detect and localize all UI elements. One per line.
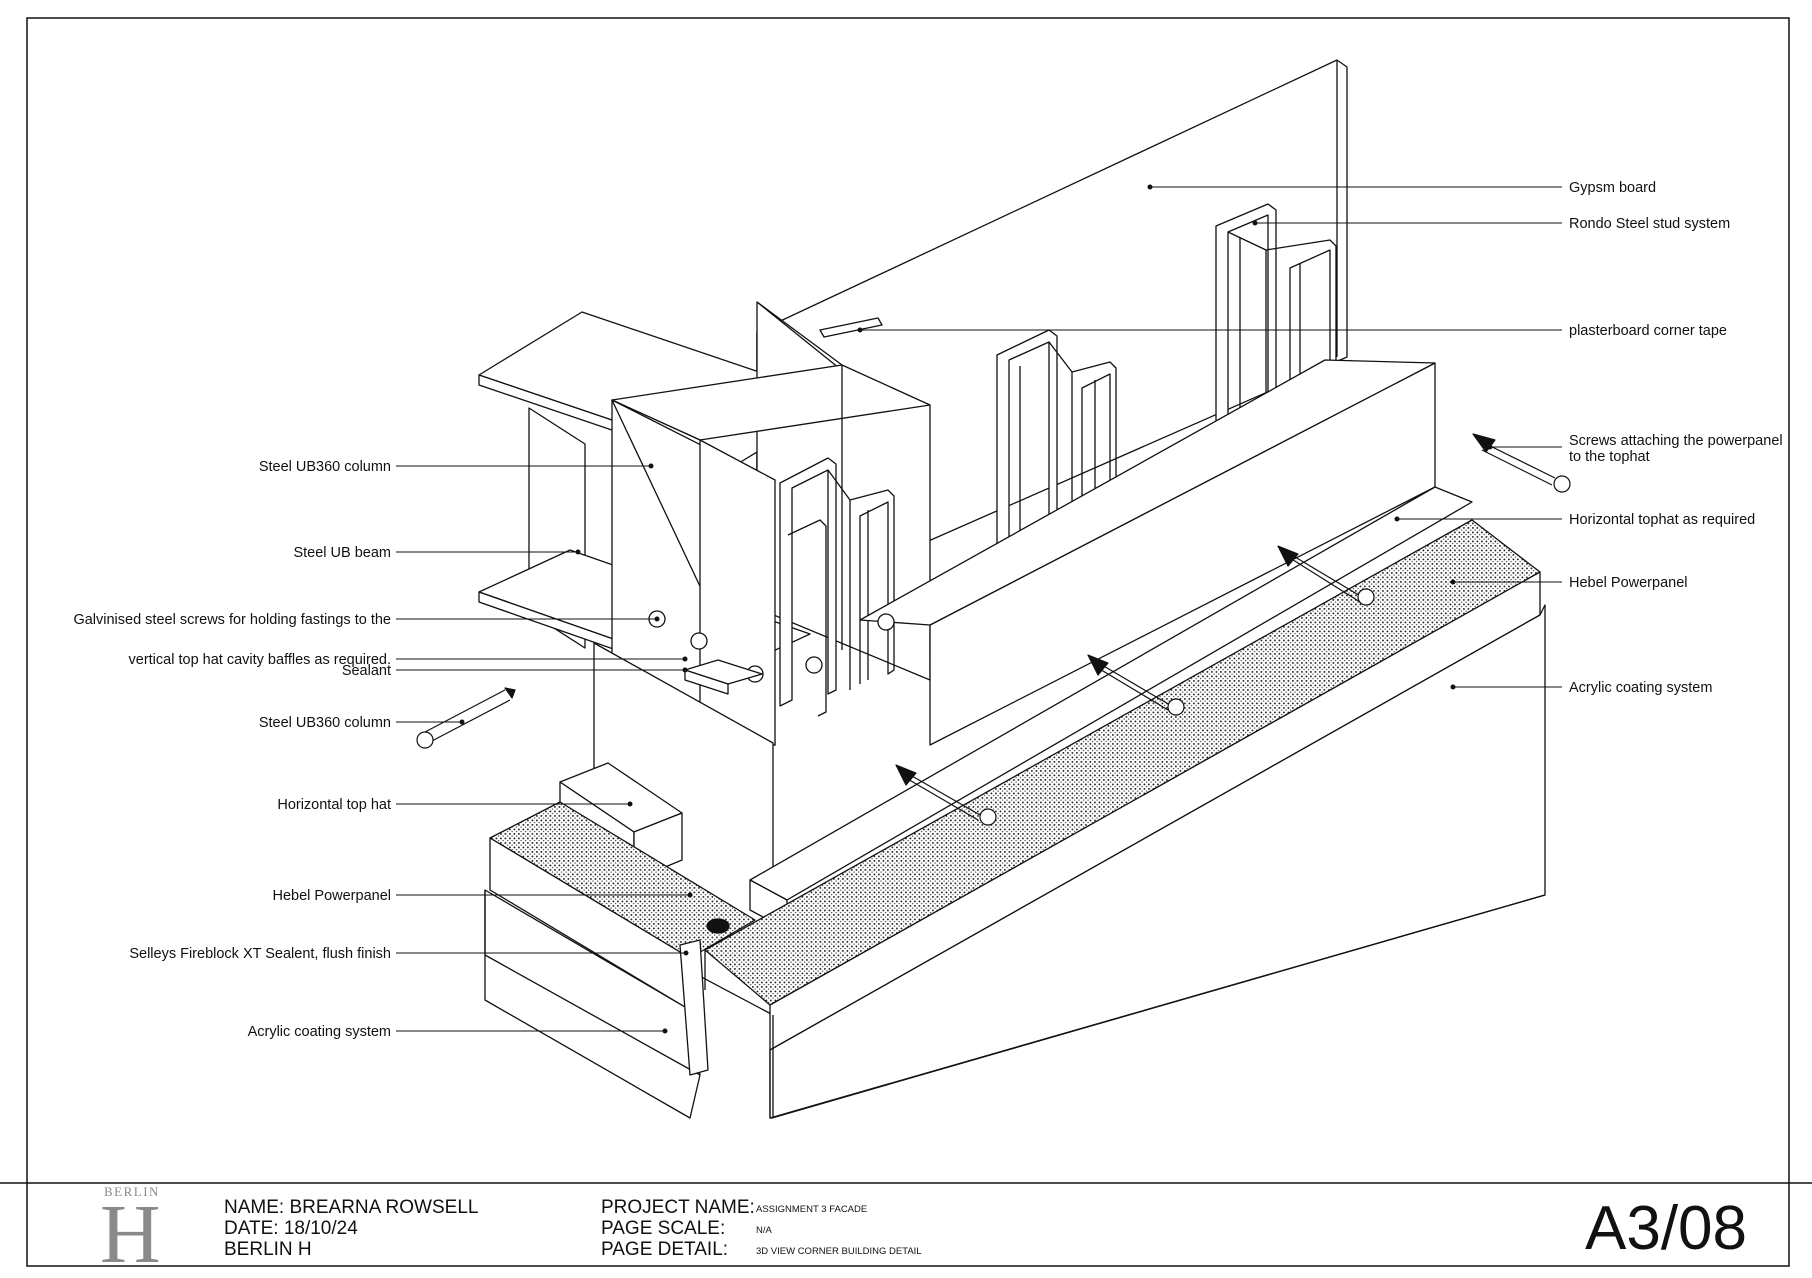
rondo-steel-stud-3 — [779, 457, 895, 717]
label-screws-line2: to the tophat — [1569, 449, 1650, 465]
isometric-detail-drawing — [416, 59, 1571, 1119]
screw-loose-left — [416, 687, 516, 749]
title-block: BERLIN H NAME: BREARNA ROWSELL DATE: 18/… — [100, 1184, 1747, 1278]
label-acrylic-coating-right: Acrylic coating system — [1569, 680, 1712, 696]
screw-3 — [895, 764, 997, 826]
page-detail-value: 3D VIEW CORNER BUILDING DETAIL — [756, 1246, 922, 1257]
drawing-date: DATE: 18/10/24 — [224, 1218, 358, 1239]
label-screws-line1: Screws attaching the powerpanel — [1569, 433, 1783, 449]
project-name-value: ASSIGNMENT 3 FACADE — [756, 1204, 867, 1215]
label-hebel-powerpanel: Hebel Powerpanel — [273, 888, 392, 904]
horizontal-tophat — [749, 359, 1473, 931]
label-selleys-sealant: Selleys Fireblock XT Sealent, flush fini… — [129, 946, 391, 962]
labels-right: Gypsm board Rondo Steel stud system plas… — [1569, 180, 1783, 696]
label-acrylic-coating: Acrylic coating system — [248, 1024, 391, 1040]
label-cavity-baffles: vertical top hat cavity baffles as requi… — [129, 652, 391, 668]
screw-loose-right — [1472, 433, 1571, 493]
page-detail-label: PAGE DETAIL: — [601, 1239, 728, 1260]
label-horizontal-tophat: Horizontal tophat as required — [1569, 512, 1755, 528]
label-hebel-powerpanel-right: Hebel Powerpanel — [1569, 575, 1688, 591]
selleys-sealant-joint — [679, 918, 730, 1076]
plasterboard-corner-tape — [819, 317, 883, 338]
sheet-number: A3/08 — [1585, 1194, 1747, 1263]
label-horizontal-top-hat: Horizontal top hat — [277, 797, 391, 813]
label-sealant: Sealant — [342, 663, 391, 679]
logo-small-text: BERLIN — [104, 1184, 160, 1199]
label-steel-ub360-column: Steel UB360 column — [259, 459, 391, 475]
galvanised-fastenings — [648, 610, 895, 695]
designer-name: NAME: BREARNA ROWSELL — [224, 1197, 478, 1218]
label-galvanised-screws: Galvinised steel screws for holding fast… — [73, 612, 391, 628]
hebel-powerpanel-long — [704, 519, 1541, 1051]
acrylic-coating-long — [769, 604, 1546, 1119]
page-scale-value: N/A — [756, 1225, 773, 1236]
screw-1 — [1277, 545, 1375, 606]
label-gypsum-board: Gypsm board — [1569, 180, 1656, 196]
screws-powerpanel — [416, 433, 1571, 826]
label-rondo-stud: Rondo Steel stud system — [1569, 216, 1730, 232]
labels-left: Steel UB360 column Steel UB beam Galvini… — [73, 459, 391, 1040]
logo-big-letter: H — [100, 1188, 161, 1278]
label-steel-ub-beam: Steel UB beam — [293, 545, 391, 561]
sheet-border — [26, 17, 1790, 1267]
page-scale-label: PAGE SCALE: — [601, 1218, 725, 1239]
label-steel-ub360-column-2: Steel UB360 column — [259, 715, 391, 731]
label-corner-tape: plasterboard corner tape — [1569, 323, 1727, 339]
acrylic-coating-short — [484, 889, 774, 1119]
project-name-label: PROJECT NAME: — [601, 1197, 755, 1218]
screw-2 — [1087, 654, 1185, 716]
steel-ub360-column — [611, 301, 931, 746]
company-name: BERLIN H — [224, 1239, 312, 1260]
leader-lines — [396, 184, 1562, 1034]
